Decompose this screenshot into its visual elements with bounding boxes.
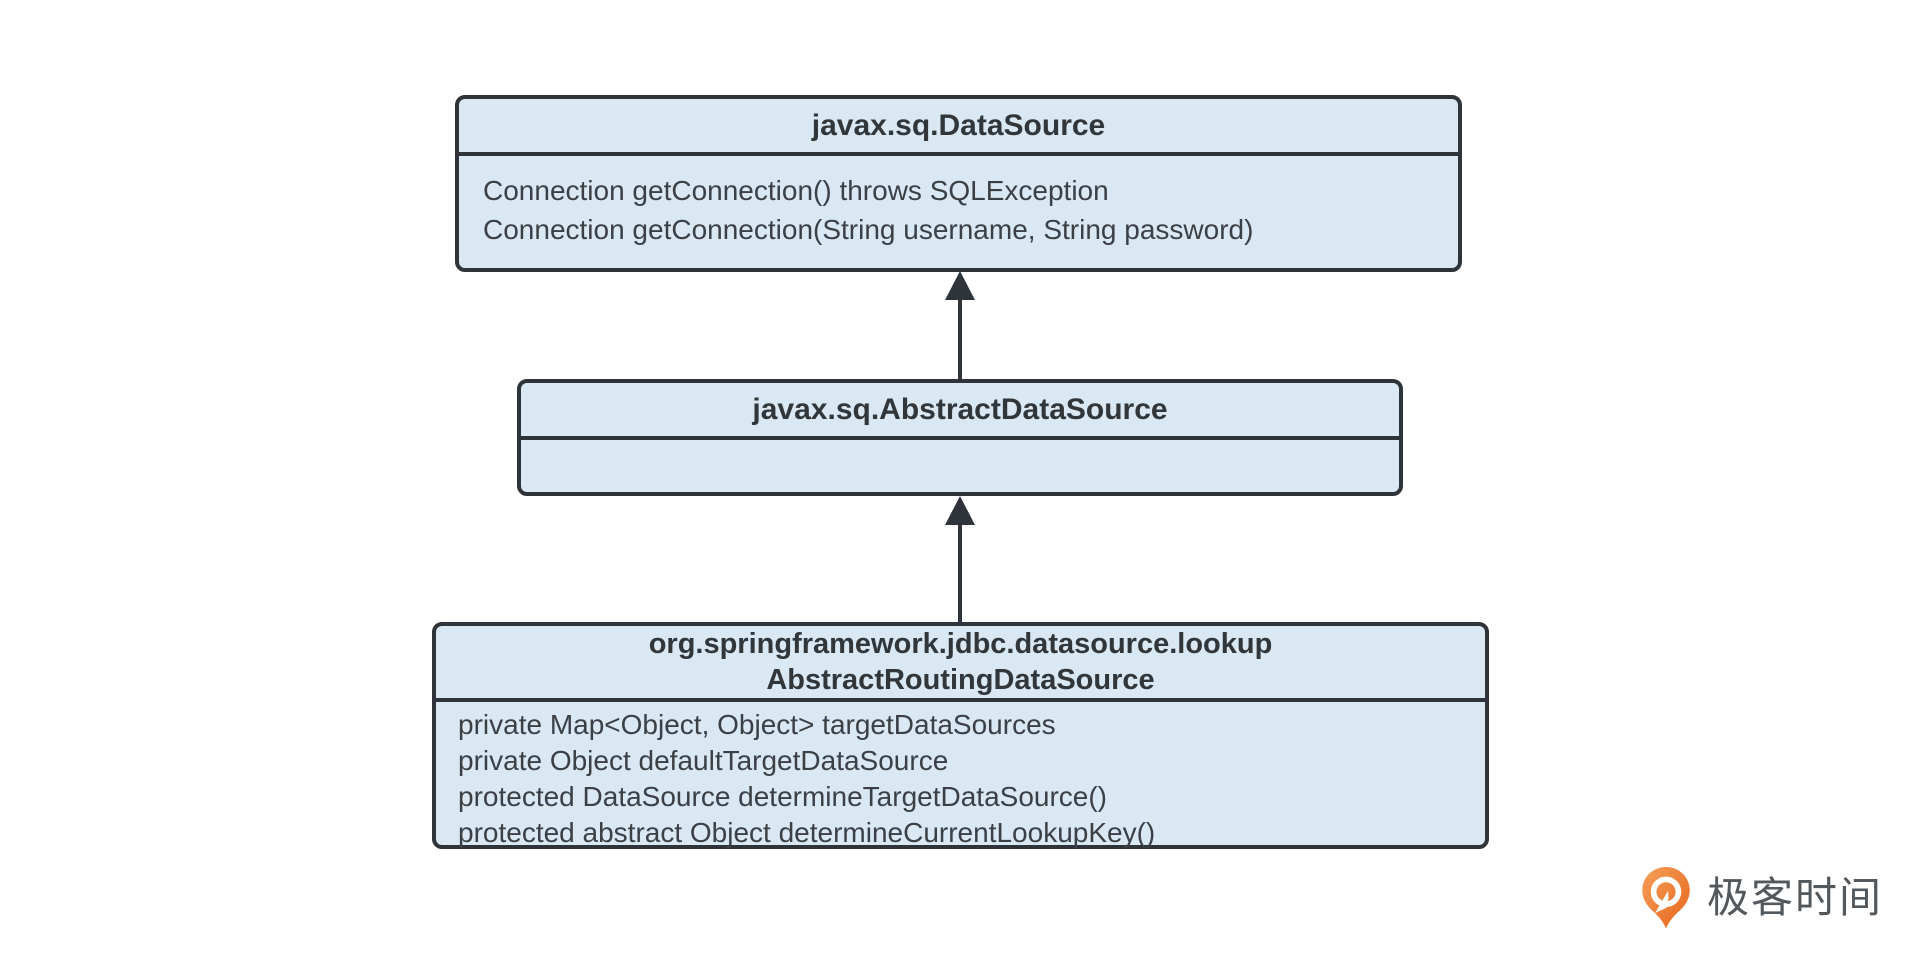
arrow-shaft [958,297,962,381]
class-package: org.springframework.jdbc.datasource.look… [648,628,1273,660]
method-signature: Connection getConnection(String username… [483,214,1254,245]
class-box-abstract-routing-datasource: org.springframework.jdbc.datasource.look… [432,622,1489,849]
class-name: javax.sq.DataSource [811,108,1106,142]
class-members-abstract-datasource-empty [521,440,1399,488]
geektime-pin-icon [1642,867,1690,929]
field-signature: private Map<Object, Object> targetDataSo… [458,709,1056,740]
class-members-abstract-routing-datasource: private Map<Object, Object> targetDataSo… [436,702,1485,851]
class-title-datasource: javax.sq.DataSource [459,99,1458,156]
field-signature: private Object defaultTargetDataSource [458,745,949,776]
method-signature: protected abstract Object determineCurre… [458,817,1156,848]
class-box-datasource: javax.sq.DataSource Connection getConnec… [455,95,1462,272]
method-signature: Connection getConnection() throws SQLExc… [483,175,1109,206]
class-box-abstract-datasource: javax.sq.AbstractDataSource [517,379,1403,496]
method-signature: protected DataSource determineTargetData… [458,781,1108,812]
geektime-logo-text: 极客时间 [1707,874,1884,921]
arrow-shaft [958,522,962,624]
class-members-datasource: Connection getConnection() throws SQLExc… [459,156,1458,249]
class-title-abstract-datasource: javax.sq.AbstractDataSource [521,383,1399,440]
class-name: javax.sq.AbstractDataSource [752,392,1168,426]
class-title-abstract-routing-datasource: org.springframework.jdbc.datasource.look… [436,626,1485,702]
class-name: AbstractRoutingDataSource [766,664,1155,696]
geektime-logo: 极客时间 [1641,866,1883,930]
arrow-up-icon [945,496,975,525]
arrow-up-icon [945,271,975,300]
